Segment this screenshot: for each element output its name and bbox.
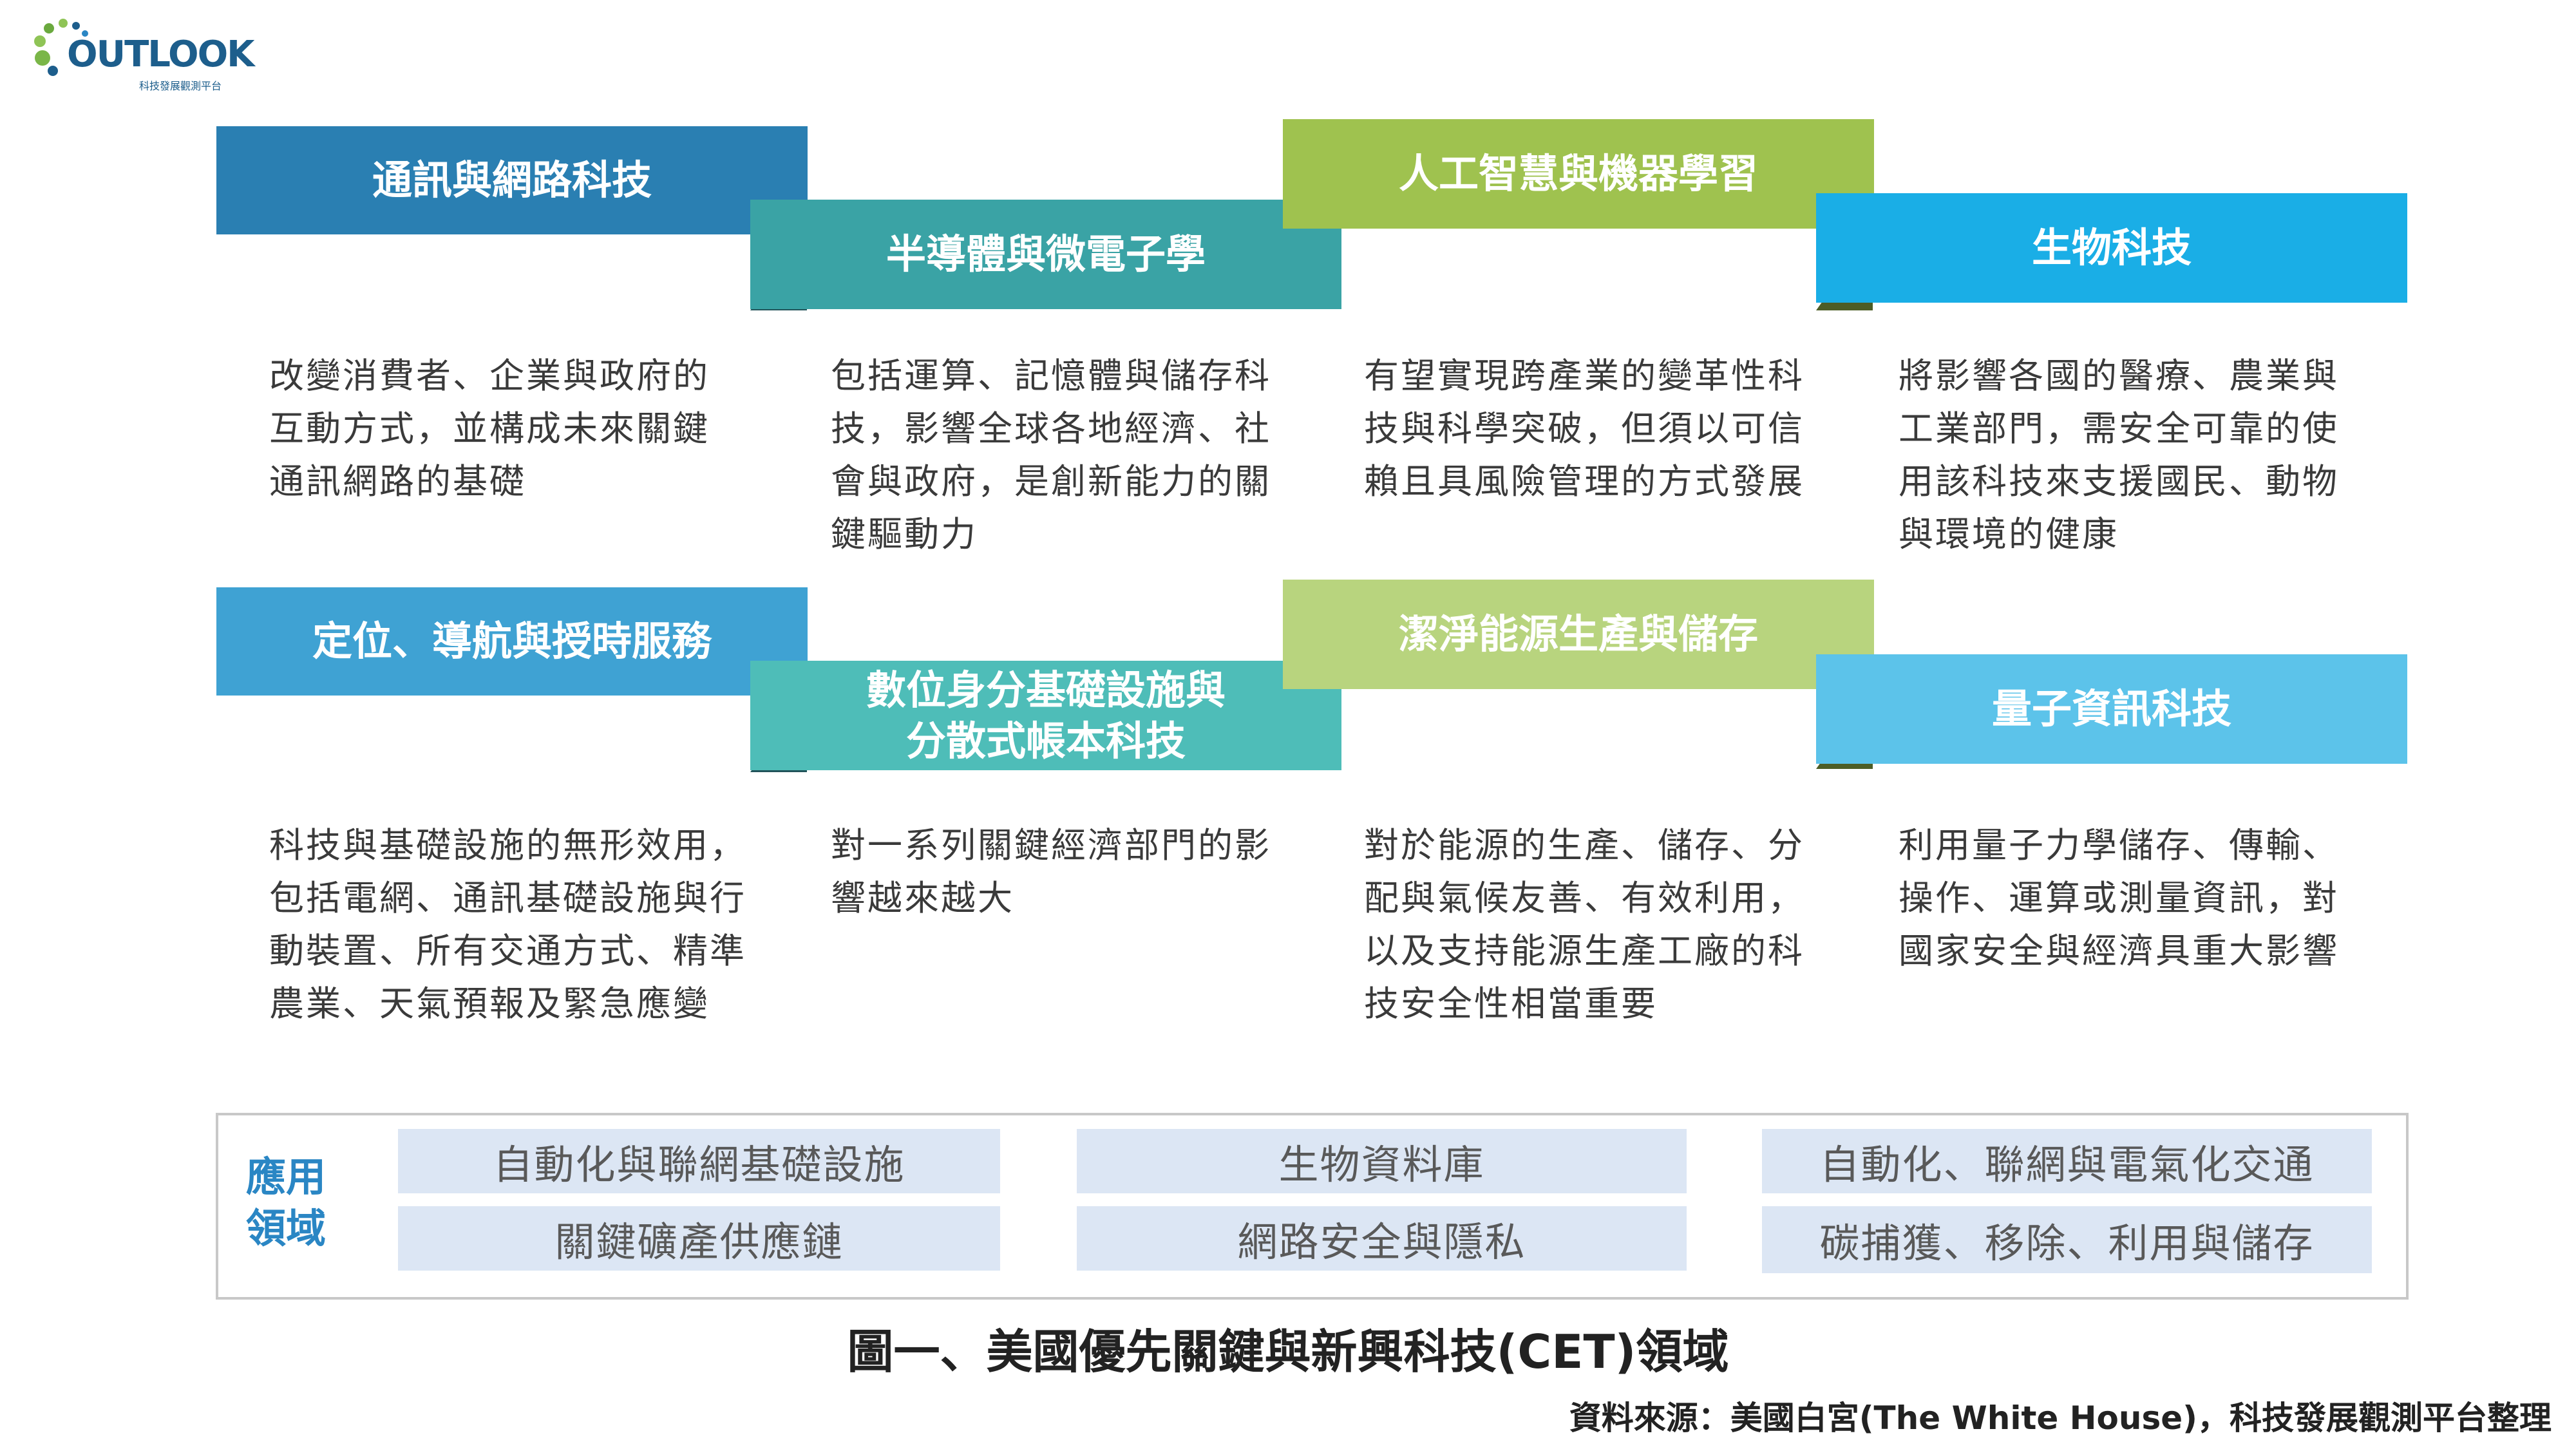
tech-description-6: 對一系列關鍵經濟部門的影響越來越大 (831, 825, 1271, 918)
tech-title-3: 人工智慧與機器學習 (1398, 150, 1758, 198)
tech-banner-1: 通訊與網路科技 (216, 126, 808, 234)
logo-dots-icon (34, 19, 88, 76)
tech-banner-3: 人工智慧與機器學習 (1283, 119, 1874, 229)
tech-title-8: 量子資訊科技 (1991, 685, 2231, 733)
tech-title-1: 通訊與網路科技 (372, 156, 652, 204)
tech-description-7: 對於能源的生產、儲存、分配與氣候友善、有效利用，以及支持能源生產工廠的科技安全性… (1364, 825, 1804, 1024)
tech-banner-6: 數位身分基礎設施與分散式帳本科技 (750, 661, 1341, 770)
tech-description-8: 利用量子力學儲存、傳輸、操作、運算或測量資訊，對國家安全與經濟具重大影響 (1899, 825, 2339, 971)
tech-description-1: 改變消費者、企業與政府的互動方式，並構成未來關鍵通訊網路的基礎 (269, 355, 710, 502)
application-item: 網路安全與隱私 (1077, 1206, 1687, 1271)
source-note: 資料來源：美國白宮(The White House)，科技發展觀測平台整理 (1569, 1399, 2552, 1437)
tech-banner-5: 定位、導航與授時服務 (216, 587, 808, 696)
tech-title-7: 潔淨能源生產與儲存 (1398, 611, 1758, 658)
applications-label: 應用領域 (246, 1153, 327, 1252)
application-item: 自動化與聯網基礎設施 (398, 1129, 1000, 1193)
tech-banner-8: 量子資訊科技 (1816, 654, 2407, 764)
outlook-logo: OUTLOOK 科技發展觀測平台 (22, 13, 255, 97)
tech-banner-7: 潔淨能源生產與儲存 (1283, 580, 1874, 689)
application-item: 碳捕獲、移除、利用與儲存 (1762, 1206, 2372, 1273)
figure-caption: 圖一、美國優先關鍵與新興科技(CET)領域 (847, 1325, 1729, 1379)
application-item: 自動化、聯網與電氣化交通 (1762, 1129, 2372, 1193)
tech-title-2: 半導體與微電子學 (886, 231, 1206, 278)
tech-description-2: 包括運算、記憶體與儲存科技，影響全球各地經濟、社會與政府，是創新能力的關鍵驅動力 (831, 355, 1271, 554)
logo-subtitle: 科技發展觀測平台 (139, 80, 222, 92)
tech-description-5: 科技與基礎設施的無形效用，包括電網、通訊基礎設施與行動裝置、所有交通方式、精準農… (269, 825, 746, 1024)
tech-banner-4: 生物科技 (1816, 193, 2407, 303)
tech-description-3: 有望實現跨產業的變革性科技與科學突破，但須以可信賴且具風險管理的方式發展 (1364, 355, 1804, 502)
tech-title-5: 定位、導航與授時服務 (312, 618, 712, 665)
tech-description-4: 將影響各國的醫療、農業與工業部門，需安全可靠的使用該科技來支援國民、動物與環境的… (1899, 355, 2339, 554)
applications-box (216, 1113, 2409, 1300)
application-item: 生物資料庫 (1077, 1129, 1687, 1193)
tech-title-4: 生物科技 (2031, 224, 2192, 272)
logo-wordmark: OUTLOOK (67, 33, 255, 75)
application-item: 關鍵礦產供應鏈 (398, 1206, 1000, 1271)
tech-banner-2: 半導體與微電子學 (750, 200, 1341, 309)
tech-title-6: 數位身分基礎設施與分散式帳本科技 (866, 666, 1226, 764)
